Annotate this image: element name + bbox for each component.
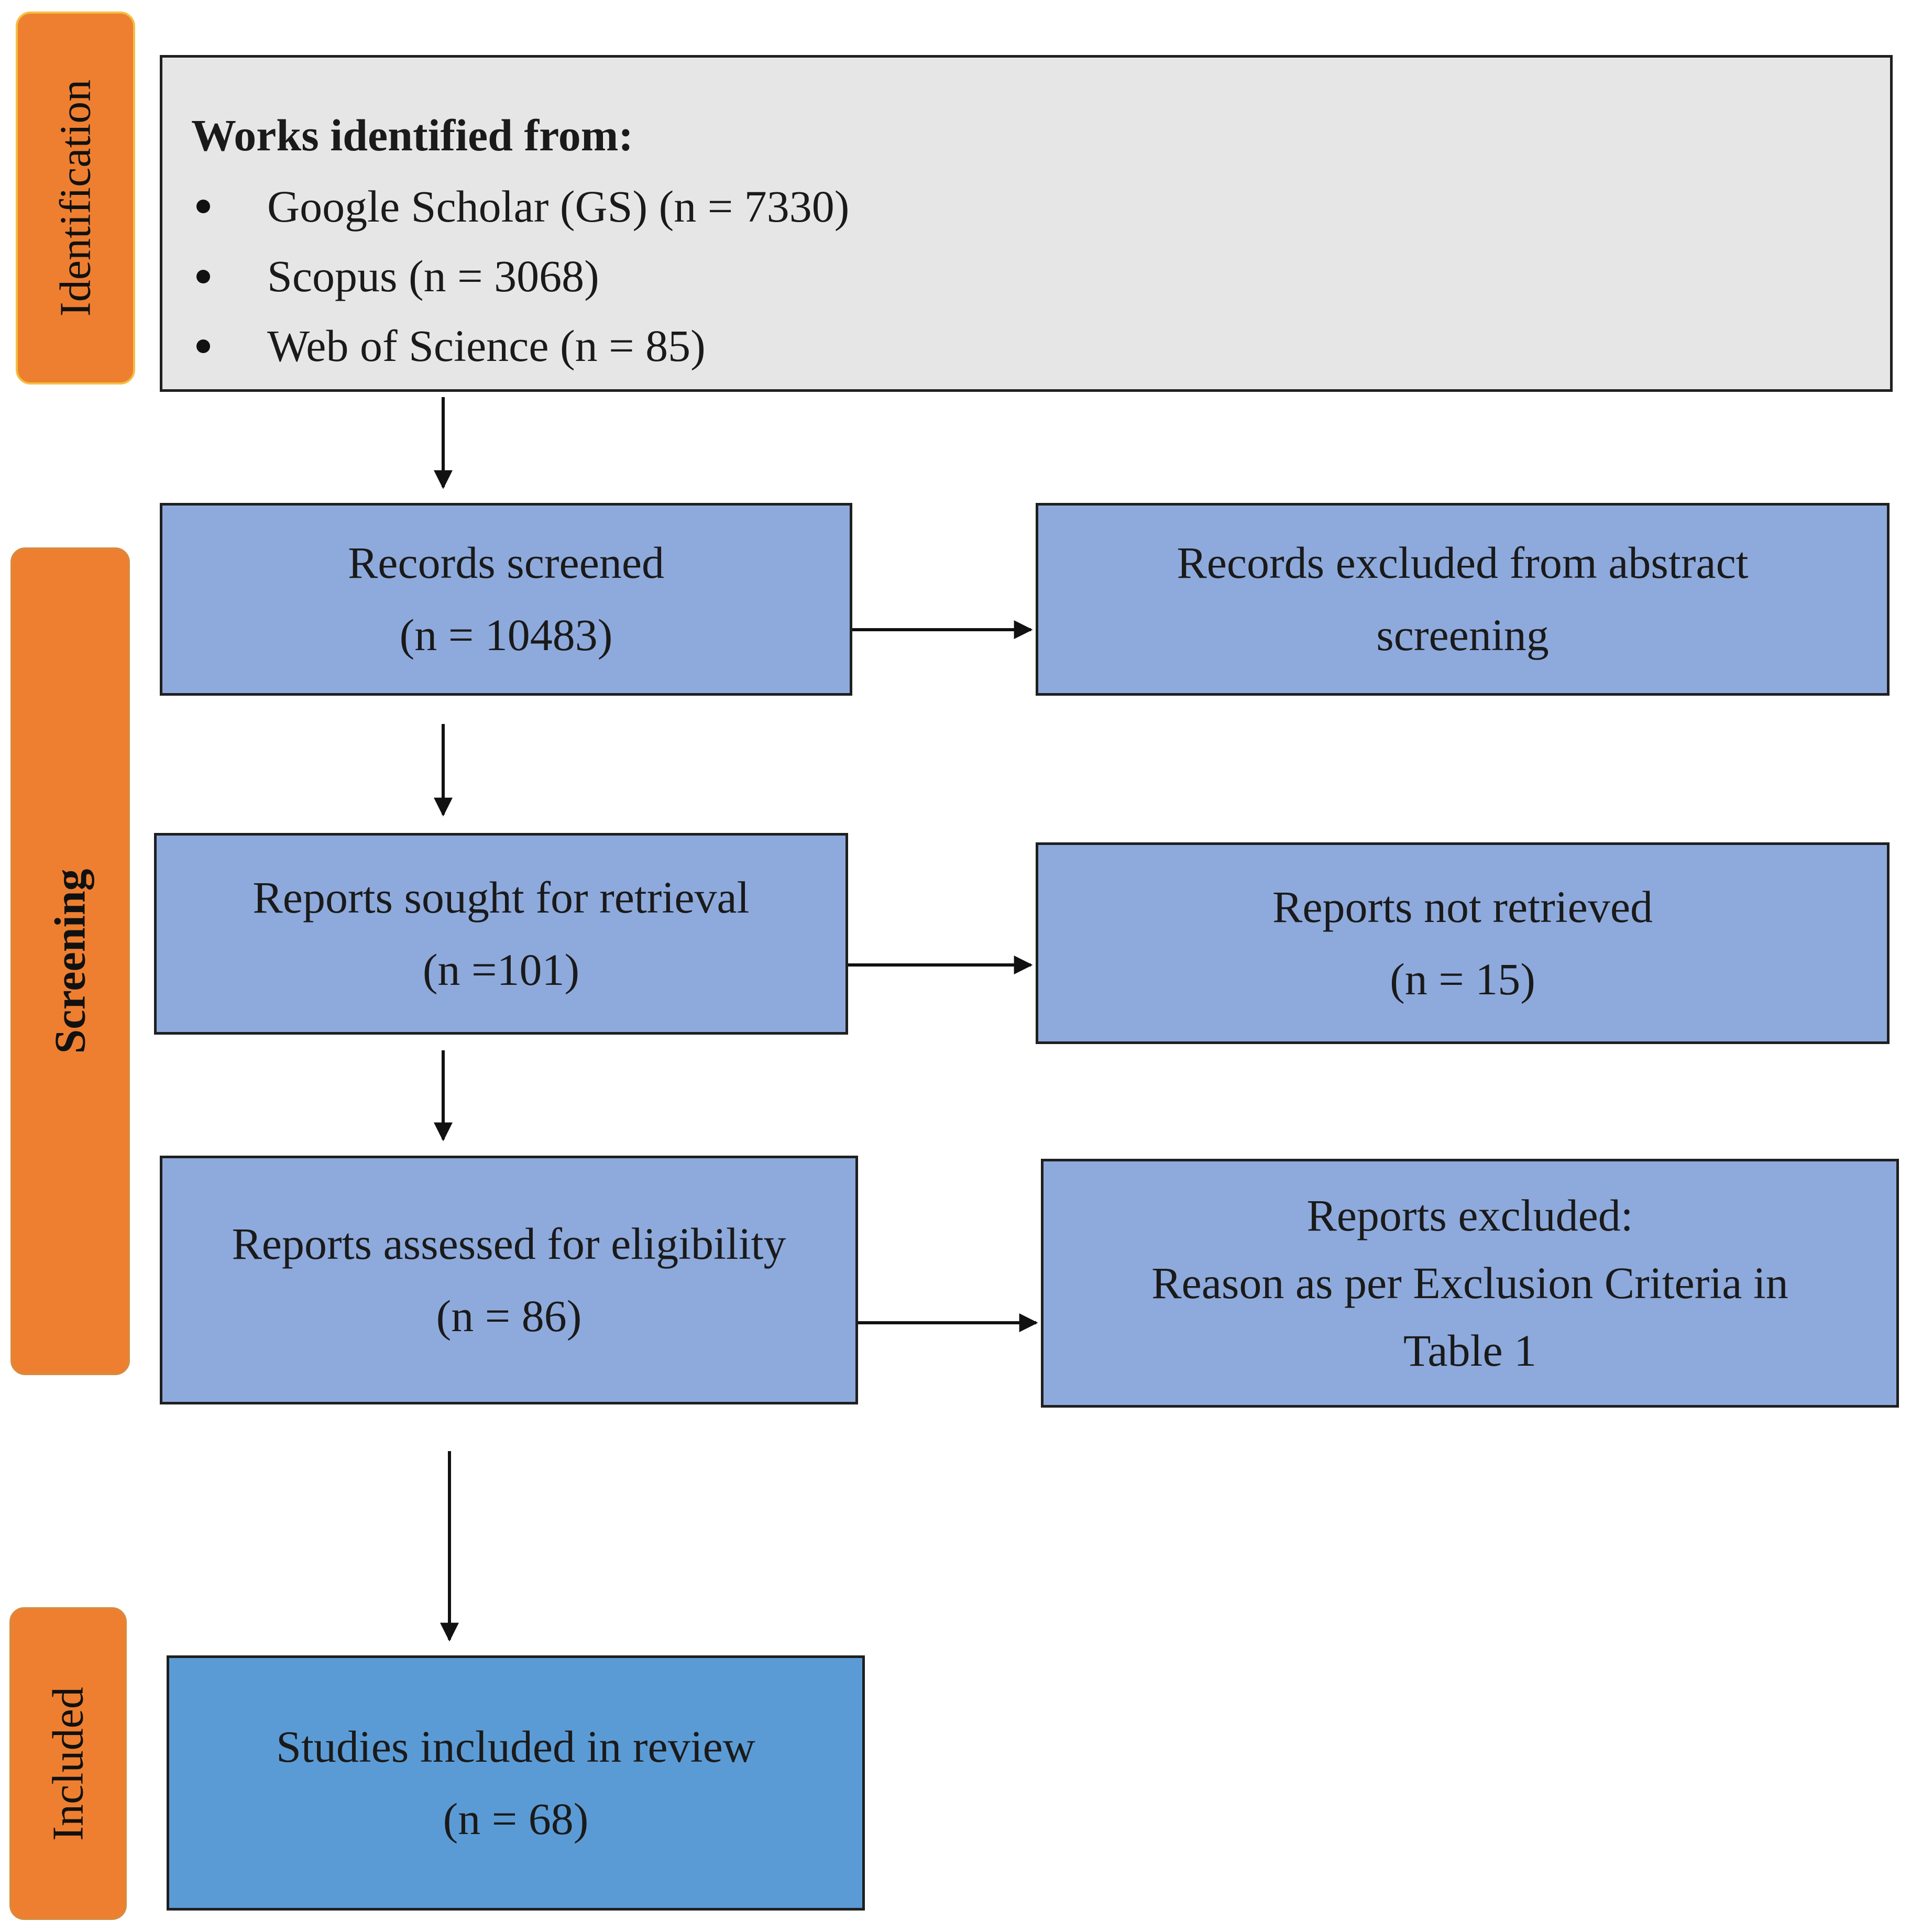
- reports-excluded-line3: Table 1: [1403, 1325, 1537, 1376]
- reports-assessed-label: Reports assessed for eligibility: [232, 1218, 786, 1269]
- records-screened-count: (n = 10483): [399, 610, 613, 660]
- records-excluded-line2: screening: [1376, 610, 1549, 660]
- identification-box: Works identified from: Google Scholar (G…: [160, 55, 1893, 392]
- phase-included-label: Included: [43, 1686, 93, 1841]
- phase-screening-label: Screening: [46, 869, 95, 1054]
- identification-title: Works identified from:: [191, 110, 634, 160]
- studies-included-label: Studies included in review: [276, 1721, 755, 1772]
- reports-assessed-count: (n = 86): [436, 1290, 582, 1341]
- records-screened-box: Records screened (n = 10483): [160, 503, 852, 696]
- studies-included-count: (n = 68): [443, 1793, 589, 1844]
- source-item-web-of-science: Web of Science (n = 85): [191, 311, 849, 381]
- records-excluded-line1: Records excluded from abstract: [1177, 537, 1749, 588]
- reports-sought-count: (n =101): [422, 944, 580, 995]
- source-list: Google Scholar (GS) (n = 7330) Scopus (n…: [191, 172, 849, 381]
- studies-included-box: Studies included in review (n = 68): [167, 1655, 865, 1911]
- reports-excluded-line2: Reason as per Exclusion Criteria in: [1151, 1258, 1788, 1308]
- source-item-google-scholar: Google Scholar (GS) (n = 7330): [191, 172, 849, 242]
- reports-not-retrieved-box: Reports not retrieved (n = 15): [1036, 842, 1890, 1044]
- reports-sought-label: Reports sought for retrieval: [252, 872, 750, 923]
- reports-assessed-box: Reports assessed for eligibility (n = 86…: [160, 1156, 858, 1404]
- reports-sought-box: Reports sought for retrieval (n =101): [154, 833, 848, 1035]
- phase-identification-label: Identification: [51, 79, 100, 317]
- phase-included: Included: [9, 1607, 127, 1920]
- reports-not-retrieved-count: (n = 15): [1390, 953, 1535, 1004]
- reports-excluded-box: Reports excluded: Reason as per Exclusio…: [1041, 1159, 1899, 1408]
- reports-not-retrieved-label: Reports not retrieved: [1272, 881, 1653, 932]
- phase-screening: Screening: [10, 547, 130, 1375]
- reports-excluded-line1: Reports excluded:: [1306, 1190, 1633, 1241]
- source-item-scopus: Scopus (n = 3068): [191, 242, 849, 311]
- records-excluded-box: Records excluded from abstract screening: [1036, 503, 1890, 696]
- phase-identification: Identification: [16, 12, 135, 385]
- records-screened-label: Records screened: [347, 537, 665, 588]
